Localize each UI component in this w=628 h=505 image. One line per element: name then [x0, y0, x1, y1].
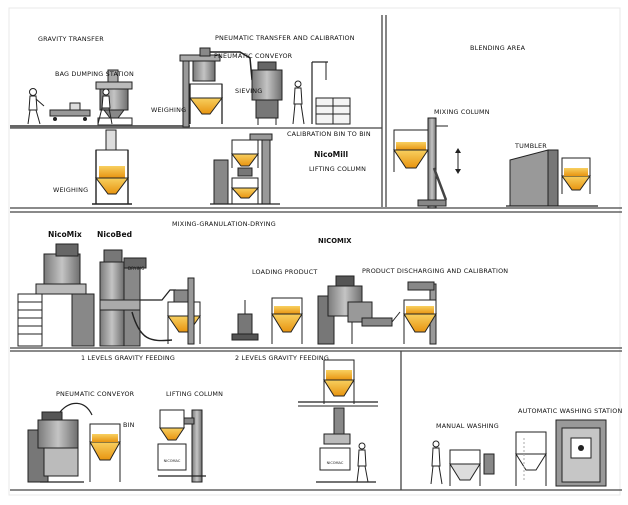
section-title-one-level-feeding: 1 LEVELS GRAVITY FEEDING: [81, 354, 176, 362]
nicomix-center-unit: [317, 275, 393, 345]
label-pneumatic-conveyor-top: PNEUMATIC CONVEYOR: [214, 52, 293, 60]
section-title-mixing-granulation: MIXING-GRANULATION-DRYING: [172, 220, 276, 228]
label-sieving: SIEVING: [235, 87, 263, 95]
label-nicobed: NicoBed: [97, 230, 133, 239]
tumbler: [506, 149, 598, 207]
section-dividers: [10, 15, 622, 491]
pneumatic-transfer-to-bin: [131, 277, 201, 345]
label-nicomix-center: NICOMIX: [318, 237, 352, 245]
label-bag-dumping: BAG DUMPING STATION: [55, 70, 134, 78]
label-nicomill: NicoMill: [314, 150, 349, 159]
scale-brand-right: NICOMAC: [327, 461, 344, 465]
section-title-two-levels-feeding: 2 LEVELS GRAVITY FEEDING: [235, 354, 330, 362]
label-loading-product: LOADING PRODUCT: [252, 268, 318, 276]
label-mixing-column: MIXING COLUMN: [434, 108, 490, 116]
section-title-pneumatic-transfer: PNEUMATIC TRANSFER AND CALIBRATION: [215, 34, 355, 42]
label-product-discharging: PRODUCT DISCHARGING AND CALIBRATION: [362, 267, 509, 275]
pneumatic-conveyor-bottom: [27, 402, 121, 483]
label-lifting-column-top: LIFTING COLUMN: [309, 165, 367, 173]
label-automatic-washing: AUTOMATIC WASHING STATION: [518, 407, 623, 415]
label-weighing-left: WEIGHING: [53, 186, 89, 194]
loading-product: [231, 297, 303, 344]
lifting-column-bottom: NICOMAC: [157, 409, 206, 483]
section-title-blending-area: BLENDING AREA: [470, 44, 526, 52]
nicomix-granulator: [17, 243, 95, 347]
label-nicomix-left: NicoMix: [48, 230, 82, 239]
scale-brand-left: NICOMAC: [164, 459, 181, 463]
label-weighing-right: WEIGHING: [151, 106, 187, 114]
two-level-feeding: NICOMAC: [298, 359, 378, 483]
bag-dumping-station: [10, 69, 190, 128]
manual-washing: [430, 440, 495, 486]
section-title-gravity-transfer: GRAVITY TRANSFER: [38, 35, 104, 43]
weighing-bin-left: [92, 129, 132, 205]
label-drying: DRYING: [128, 266, 145, 271]
nicobed-dryer: [99, 249, 176, 347]
sieving-station: [251, 61, 351, 125]
label-pneumatic-conveyor-bottom: PNEUMATIC CONVEYOR: [56, 390, 135, 398]
label-lifting-column-bottom: LIFTING COLUMN: [166, 390, 224, 398]
label-bin: BIN: [123, 421, 135, 429]
label-tumbler: TUMBLER: [515, 142, 547, 150]
label-calibration-bin: CALIBRATION BIN TO BIN: [287, 130, 371, 138]
pneumatic-conveyor-weighing: [179, 47, 253, 128]
product-discharging: [391, 281, 437, 345]
label-manual-washing: MANUAL WASHING: [436, 422, 499, 430]
automatic-washing-station: [515, 419, 607, 487]
nicomill-lifting-column: [210, 133, 280, 205]
mixing-column: [393, 117, 461, 209]
